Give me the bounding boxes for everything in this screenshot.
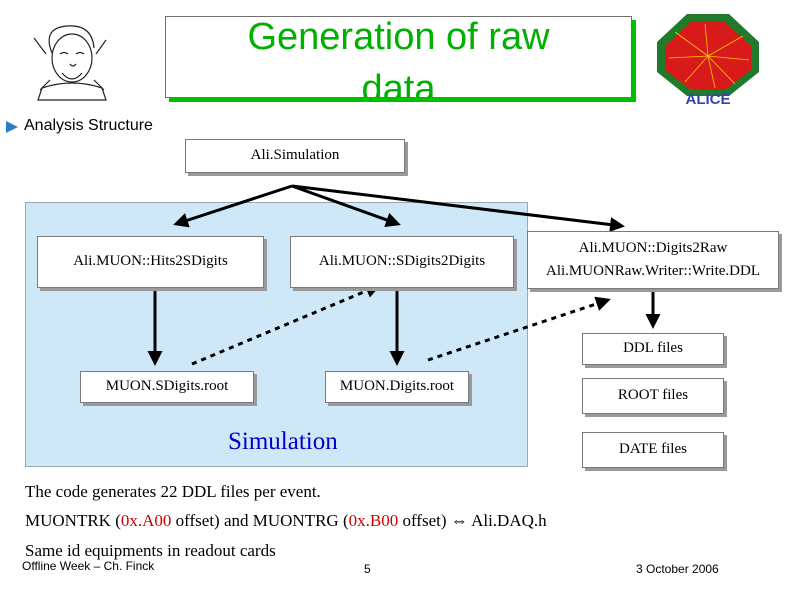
arrow-root-to-hits2sdigits [173, 184, 293, 228]
hits2sdigits-box: Ali.MUON::Hits2SDigits [37, 236, 264, 288]
arrow-root-to-sdigits2digits [291, 184, 401, 228]
footer-author: Offline Week – Ch. Finck [22, 559, 155, 573]
ali-simulation-label: Ali.Simulation [250, 147, 340, 164]
triangle-bullet-icon [6, 121, 18, 133]
alice-logo-text: ALICE [686, 91, 731, 106]
note-offsets-f: Ali.DAQ.h [467, 511, 547, 530]
page-title: Generation of raw data [247, 16, 550, 98]
note-offset-trk: 0x.A00 [120, 511, 172, 530]
don-quixote-sketch-icon [33, 25, 107, 101]
digits-root-label: MUON.Digits.root [339, 378, 455, 395]
ali-simulation-box: Ali.Simulation [185, 139, 405, 173]
note-offsets-c: offset) and MUONTRG ( [171, 511, 349, 530]
analysis-structure-label: Analysis Structure [24, 117, 153, 134]
arrow-root-to-digits2raw [291, 184, 625, 233]
root-files-label: ROOT files [617, 387, 689, 404]
note-offsets-e: offset) [398, 511, 451, 530]
sdigits-root-label: MUON.SDigits.root [105, 378, 229, 395]
footer-page-number: 5 [364, 562, 371, 576]
simulation-panel-label: Simulation [228, 428, 338, 455]
note-offsets: MUONTRK (0x.A00 offset) and MUONTRG (0x.… [25, 511, 547, 531]
footer-date: 3 October 2006 [636, 562, 719, 576]
digits2raw-label-line1: Ali.MUON::Digits2Raw [578, 239, 728, 256]
note-offset-trg: 0x.B00 [348, 511, 399, 530]
sdigits2digits-label: Ali.MUON::SDigits2Digits [318, 253, 486, 270]
date-files-label: DATE files [619, 441, 687, 458]
note-equipment-ids: Same id equipments in readout cards [25, 541, 276, 560]
digits-root-box: MUON.Digits.root [325, 371, 469, 403]
ddl-files-label: DDL files [623, 340, 683, 357]
note-offsets-a: MUONTRK ( [25, 511, 121, 530]
sdigits2digits-box: Ali.MUON::SDigits2Digits [290, 236, 514, 288]
note-ddl-count: The code generates 22 DDL files per even… [25, 482, 321, 501]
equivalence-arrow-icon: ⇔ [450, 511, 468, 530]
sdigits-root-box: MUON.SDigits.root [80, 371, 254, 403]
root-files-box: ROOT files [582, 378, 724, 414]
alice-logo-icon: ALICE [657, 14, 759, 106]
digits2raw-box: Ali.MUON::Digits2Raw Ali.MUONRaw.Writer:… [527, 231, 779, 289]
digits2raw-label-line2: Ali.MUONRaw.Writer::Write.DDL [545, 263, 761, 279]
date-files-box: DATE files [582, 432, 724, 468]
dashed-arrow-sdigits-root-to-sdigits2digits [191, 283, 381, 366]
title-box: Generation of raw data [165, 16, 632, 98]
dashed-arrow-digits-root-to-digits2raw [427, 296, 611, 362]
hits2sdigits-label: Ali.MUON::Hits2SDigits [73, 253, 228, 270]
ddl-files-box: DDL files [582, 333, 724, 365]
